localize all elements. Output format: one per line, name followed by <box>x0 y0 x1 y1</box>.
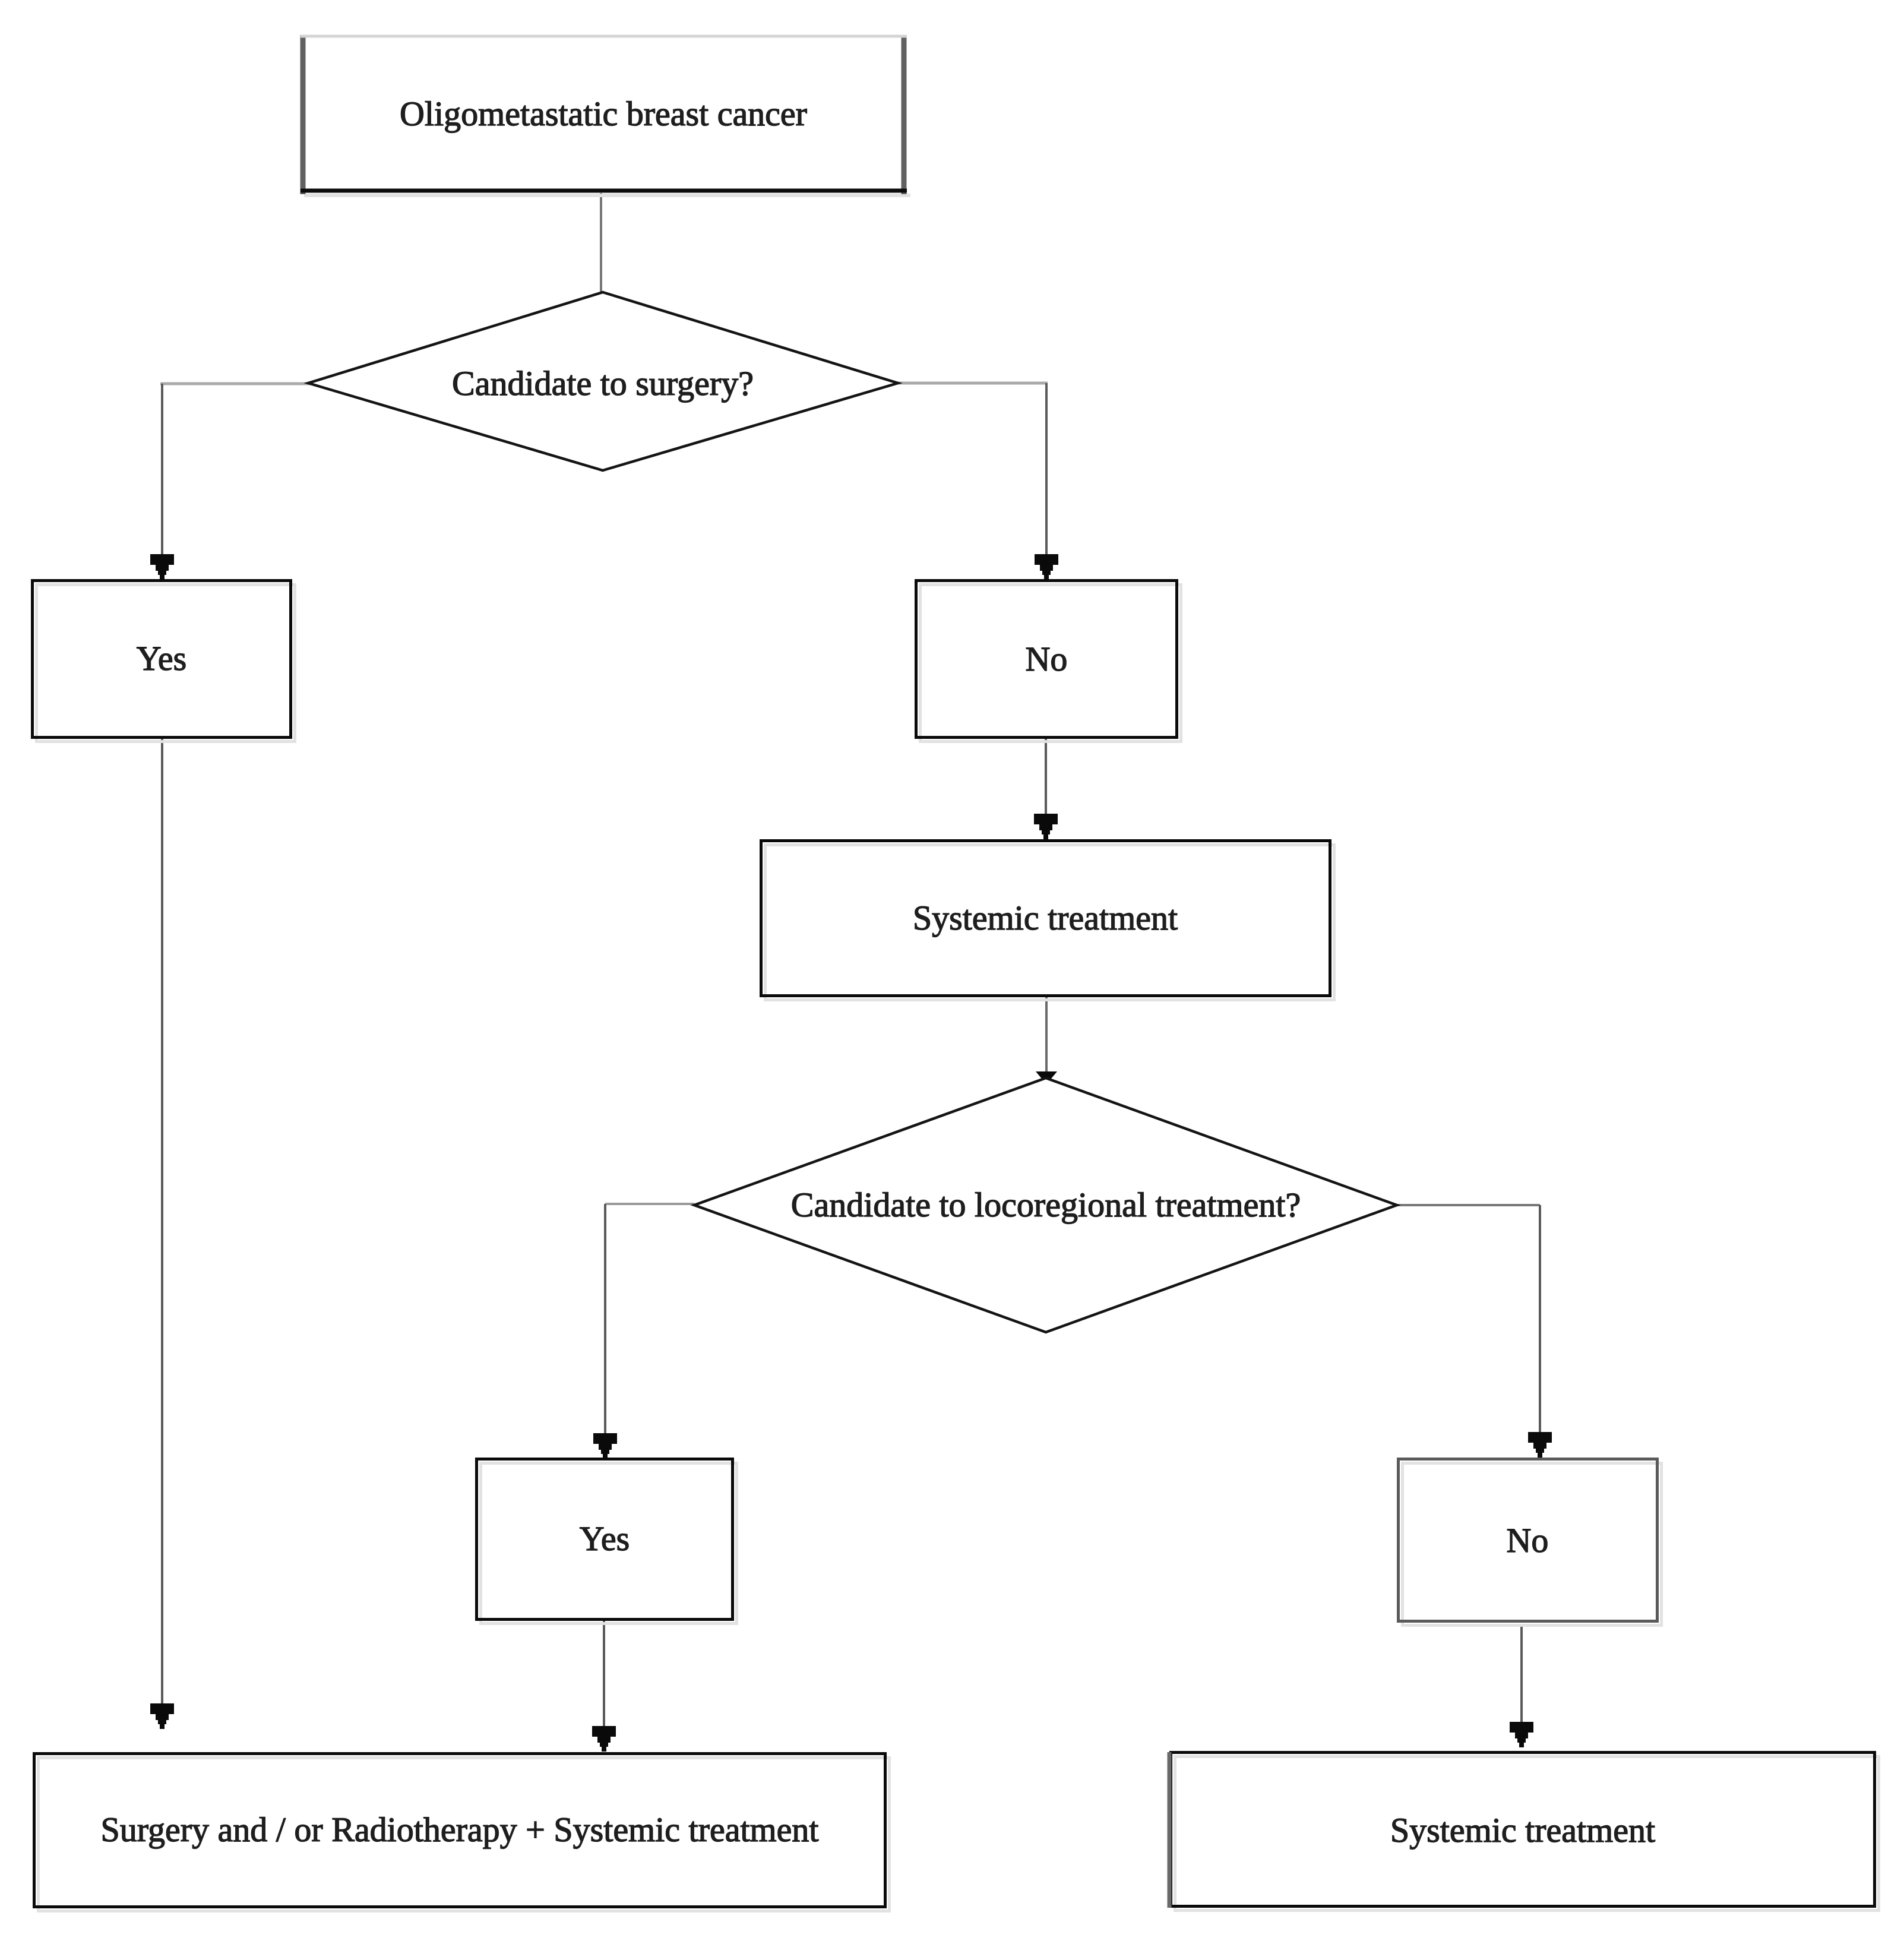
svg-text:Systemic treatment: Systemic treatment <box>913 899 1178 937</box>
svg-text:Candidate to locoregional trea: Candidate to locoregional treatment? <box>791 1186 1301 1224</box>
svg-text:Yes: Yes <box>137 639 186 678</box>
svg-text:Oligometastatic breast cancer: Oligometastatic breast cancer <box>400 94 807 133</box>
svg-text:No: No <box>1507 1521 1549 1560</box>
svg-text:Yes: Yes <box>580 1519 630 1558</box>
svg-text:Candidate to surgery?: Candidate to surgery? <box>452 364 754 403</box>
svg-text:No: No <box>1026 640 1068 678</box>
svg-text:Systemic treatment: Systemic treatment <box>1390 1811 1655 1850</box>
svg-text:Surgery and / or Radiotherapy: Surgery and / or Radiotherapy + Systemic… <box>100 1810 818 1849</box>
